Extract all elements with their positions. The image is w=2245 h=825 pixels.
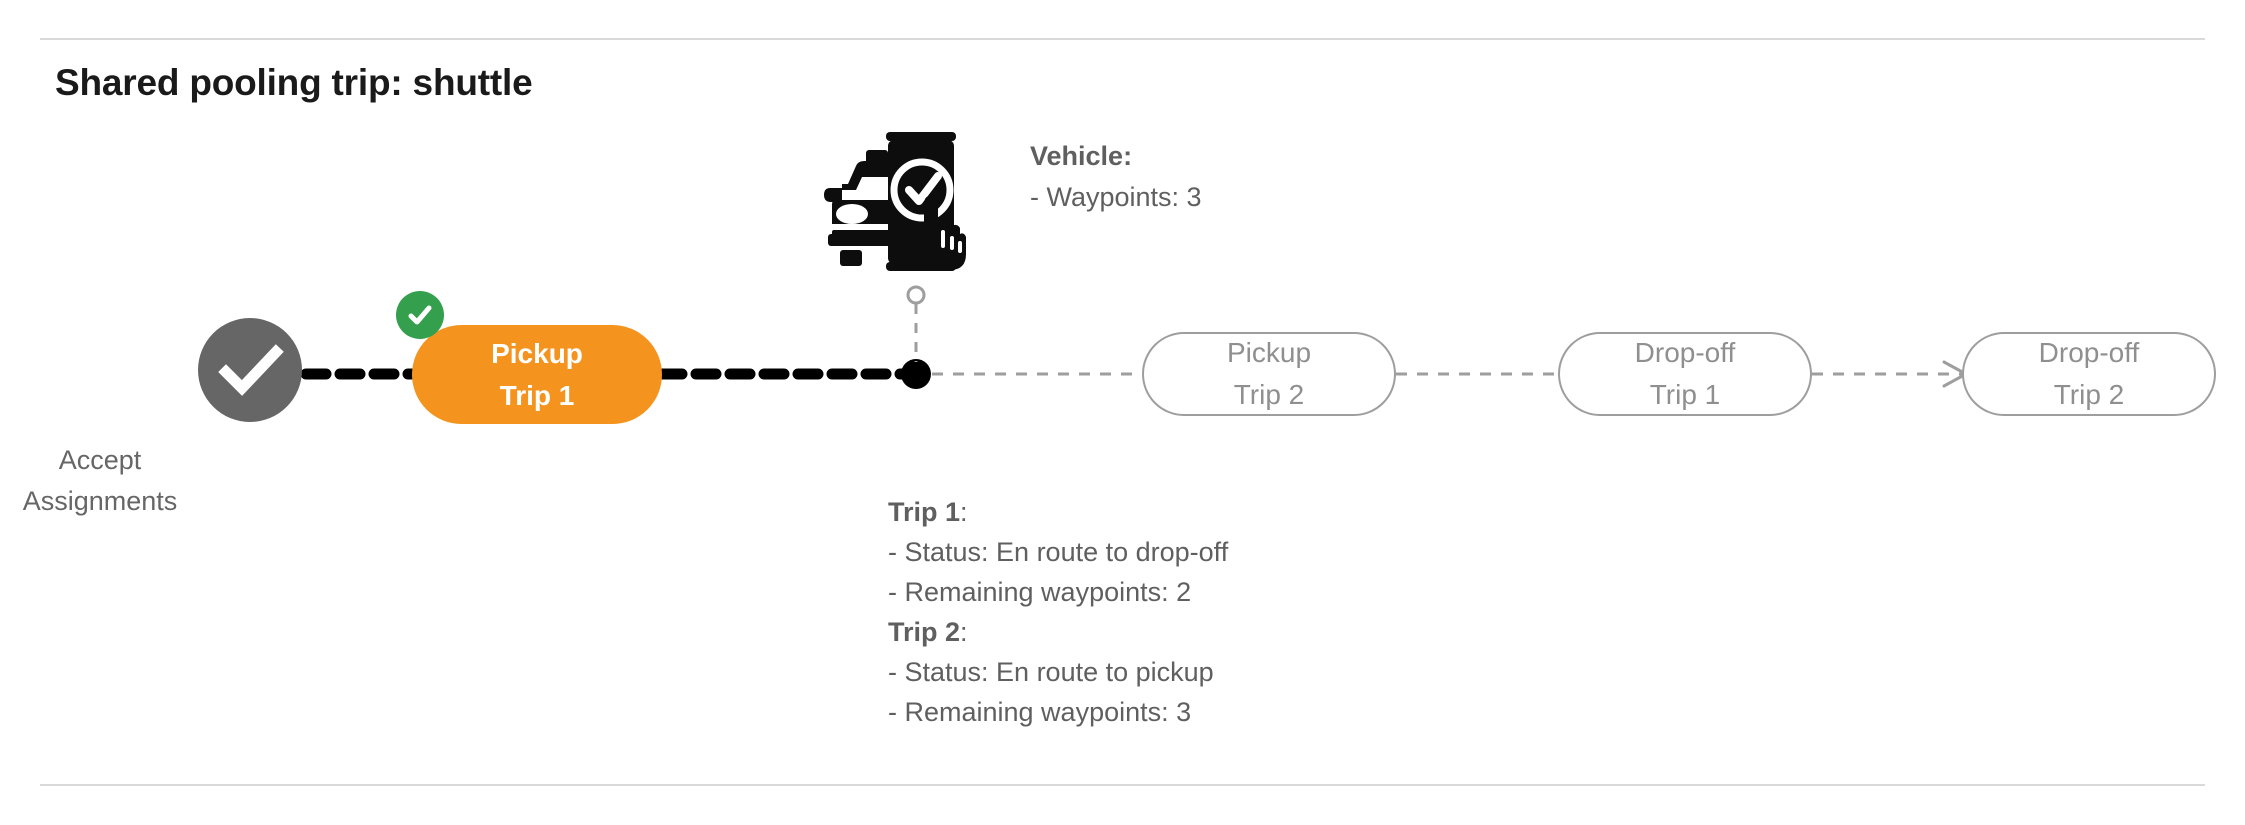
trip1-heading-colon: : bbox=[960, 497, 968, 527]
accept-assignments-label: Accept Assignments bbox=[0, 440, 250, 522]
vehicle-heading-colon: : bbox=[1123, 141, 1133, 171]
vehicle-position-dot bbox=[901, 359, 931, 389]
vehicle-caption: Vehicle: - Waypoints: 3 bbox=[1030, 136, 1202, 218]
dropoff-trip-2-line1: Drop-off bbox=[2038, 337, 2140, 368]
vehicle-heading-row: Vehicle: bbox=[1030, 136, 1202, 177]
trip1-status-row: - Status: En route to drop-off bbox=[888, 537, 1229, 567]
trip2-heading-row: Trip 2: bbox=[888, 612, 1228, 652]
dropoff-trip-1-line1: Drop-off bbox=[1634, 337, 1736, 368]
bottom-divider bbox=[40, 784, 2205, 786]
pickup-trip-1-line2: Trip 1 bbox=[499, 379, 575, 411]
pickup-trip-2-line2: Trip 2 bbox=[1233, 379, 1305, 410]
accept-label-line2: Assignments bbox=[22, 486, 178, 516]
trip2-status-row: - Status: En route to pickup bbox=[888, 657, 1214, 687]
trip2-waypoints-row: - Remaining waypoints: 3 bbox=[888, 697, 1192, 727]
node-accept-assignments[interactable] bbox=[198, 318, 302, 422]
vehicle-heading: Vehicle bbox=[1030, 141, 1124, 171]
node-dropoff-trip-1[interactable]: Drop-off Trip 1 bbox=[1558, 332, 1812, 416]
node-dropoff-trip-2[interactable]: Drop-off Trip 2 bbox=[1962, 332, 2216, 416]
trip2-heading: Trip 2 bbox=[888, 617, 961, 647]
trip1-heading-row: Trip 1: bbox=[888, 492, 1228, 532]
trips-info-block: Trip 1: - Status: En route to drop-off -… bbox=[888, 492, 1228, 732]
node-pickup-trip-2[interactable]: Pickup Trip 2 bbox=[1142, 332, 1396, 416]
vehicle-leader-anchor bbox=[906, 285, 926, 305]
page-title: Shared pooling trip: shuttle bbox=[55, 62, 533, 103]
accept-assignments-circle bbox=[198, 318, 302, 422]
trip1-waypoints-row: - Remaining waypoints: 2 bbox=[888, 577, 1192, 607]
accept-label-line1: Accept bbox=[58, 445, 142, 475]
trip2-heading-colon: : bbox=[960, 617, 968, 647]
trip1-heading: Trip 1 bbox=[888, 497, 961, 527]
node-pickup-trip-1[interactable]: Pickup Trip 1 bbox=[412, 325, 662, 424]
dropoff-trip-2-line2: Trip 2 bbox=[2053, 379, 2125, 410]
car-phone-check-icon bbox=[812, 122, 972, 277]
check-circle-icon bbox=[218, 344, 284, 396]
check-icon bbox=[408, 305, 432, 325]
pickup-trip-1-completed-badge bbox=[396, 291, 444, 339]
pickup-trip-2-line1: Pickup bbox=[1226, 337, 1312, 368]
vehicle-waypoints-row: - Waypoints: 3 bbox=[1030, 182, 1202, 212]
dropoff-trip-1-line2: Trip 1 bbox=[1649, 379, 1721, 410]
pickup-trip-1-line1: Pickup bbox=[491, 337, 583, 369]
top-divider bbox=[40, 38, 2205, 40]
